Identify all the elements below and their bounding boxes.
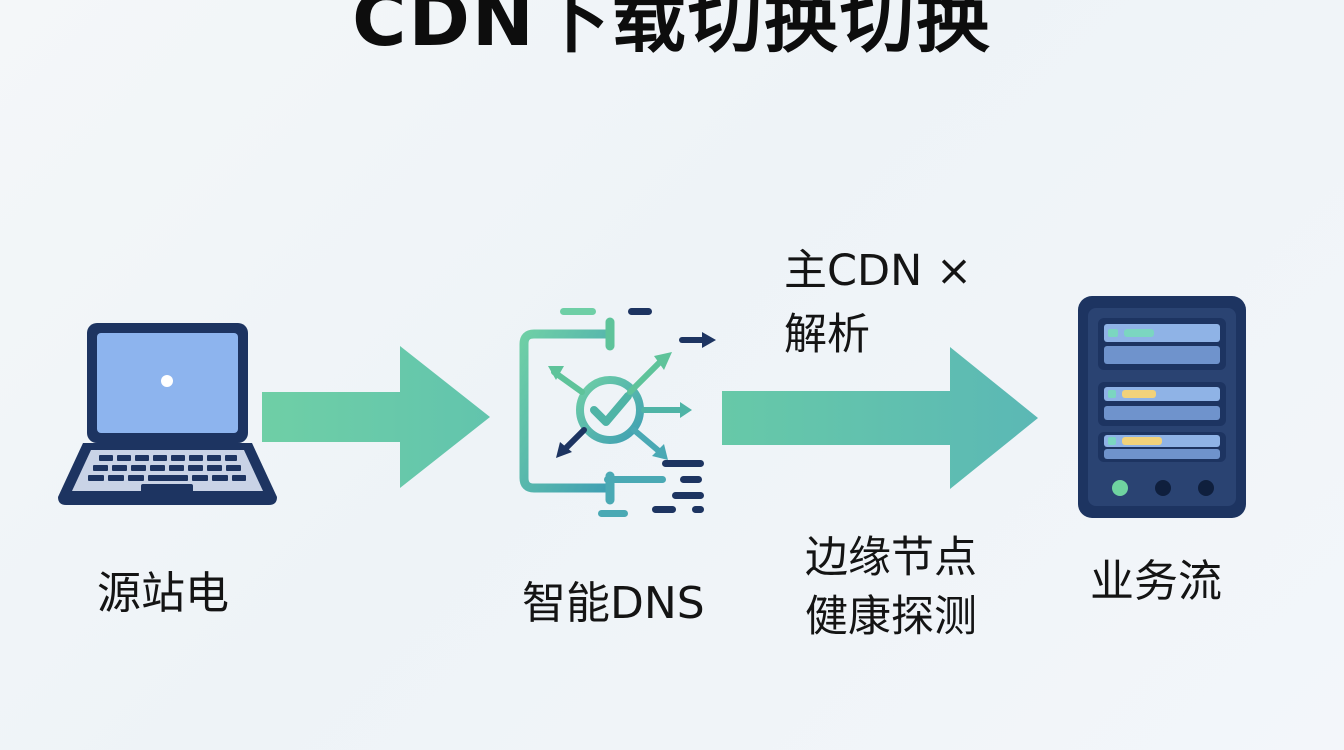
health-check-line2: 健康探测 bbox=[805, 592, 977, 642]
dns-node-label: 智能DNS bbox=[522, 578, 705, 629]
source-node-label: 源站电 bbox=[97, 568, 229, 619]
server-rack-icon bbox=[1078, 296, 1246, 518]
arrow-dns-to-business bbox=[722, 347, 1038, 489]
diagram-title: CDN下载切换切换 bbox=[352, 0, 992, 63]
dns-switch-icon bbox=[519, 308, 716, 517]
primary-cdn-fail-line1: 主CDN × bbox=[784, 246, 972, 296]
arrow-source-to-dns bbox=[262, 346, 490, 488]
business-node-label: 业务流 bbox=[1090, 556, 1222, 607]
laptop-icon bbox=[58, 323, 277, 505]
primary-cdn-fail-line2: 解析 bbox=[784, 310, 870, 360]
health-check-line1: 边缘节点 bbox=[805, 533, 977, 583]
